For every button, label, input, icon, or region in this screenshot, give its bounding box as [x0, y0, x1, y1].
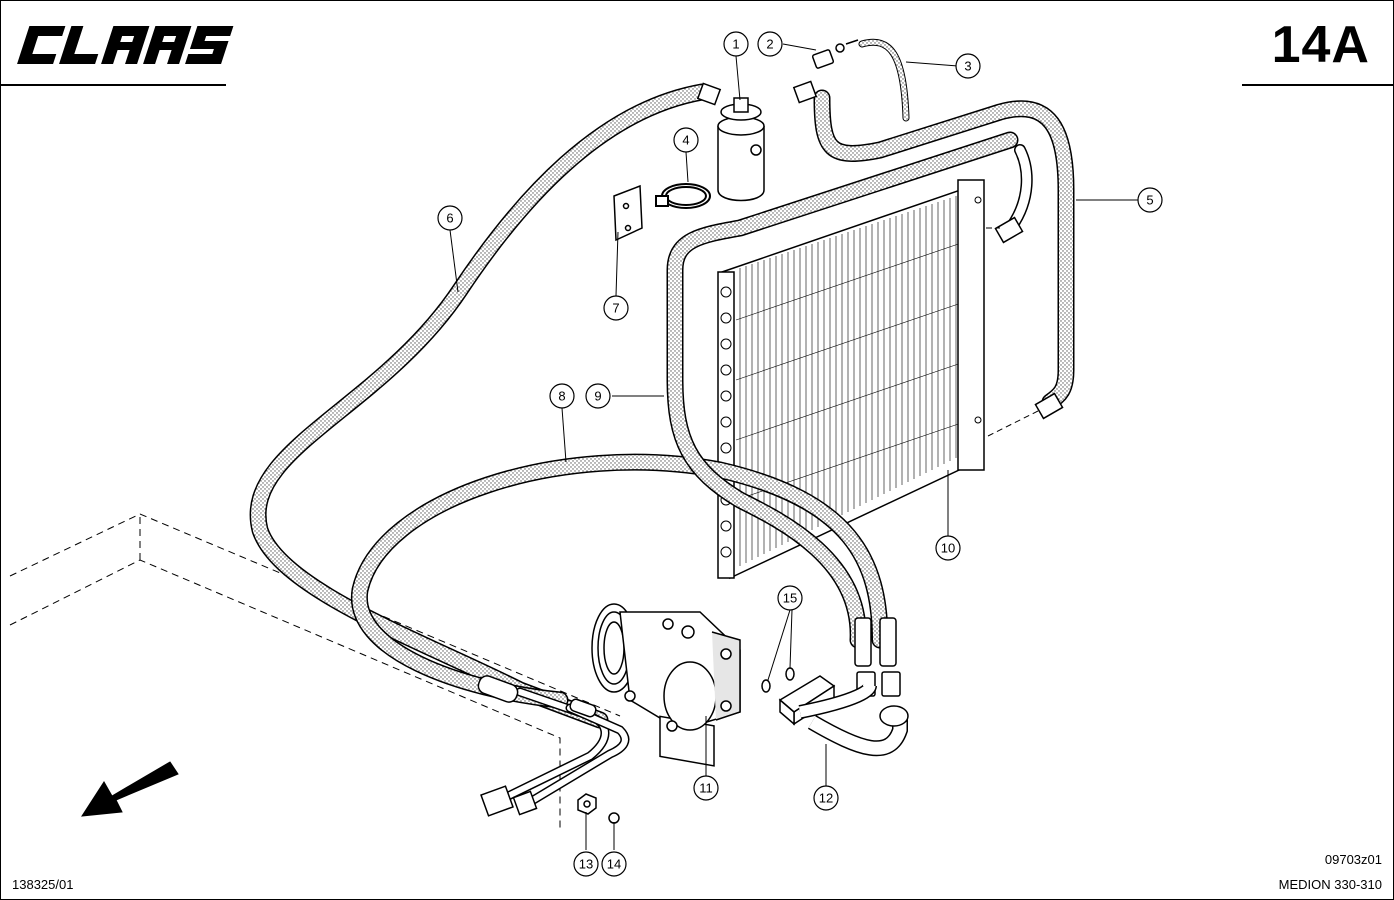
callout-7: 7	[603, 295, 629, 321]
callout-12: 12	[813, 785, 839, 811]
condenser	[717, 179, 985, 580]
callout-circle	[777, 585, 803, 611]
callout-number: 11	[699, 781, 713, 796]
o-rings	[761, 667, 795, 693]
callout-number: 2	[766, 37, 773, 52]
pressure-switch	[811, 39, 859, 69]
nuts	[577, 793, 620, 824]
callout-1: 1	[723, 31, 749, 57]
claas-logo	[17, 26, 234, 64]
hoses	[249, 38, 1075, 807]
callout-circle	[573, 851, 599, 877]
callout-number: 9	[594, 389, 601, 404]
callout-number: 7	[612, 301, 619, 316]
machine-outline	[9, 513, 621, 830]
manifold-block	[778, 675, 909, 757]
callout-circle	[757, 31, 783, 57]
callout-circle	[813, 785, 839, 811]
callout-circle	[723, 31, 749, 57]
callout-leaders	[449, 43, 1139, 850]
document-number: 138325/01	[12, 877, 74, 892]
callout-8: 8	[549, 383, 575, 409]
callout-number: 5	[1146, 193, 1153, 208]
callout-circle	[603, 295, 629, 321]
callout-number: 12	[819, 791, 833, 806]
drawing-code: 09703z01	[1324, 852, 1382, 867]
callout-circle	[1137, 187, 1163, 213]
callout-circle	[673, 127, 699, 153]
hose-clamp	[655, 183, 711, 209]
callout-circle	[955, 53, 981, 79]
callout-4: 4	[673, 127, 699, 153]
header-rule-left	[0, 84, 226, 86]
callout-13: 13	[573, 851, 599, 877]
callout-number: 3	[964, 59, 971, 74]
callout-number: 14	[607, 857, 621, 872]
condenser-fins	[735, 194, 971, 566]
sheet-number: 14A	[1271, 16, 1370, 74]
callout-circle	[935, 535, 961, 561]
callout-6: 6	[437, 205, 463, 231]
hose-fittings	[477, 80, 1064, 817]
compressor	[591, 603, 741, 767]
receiver-drier	[717, 97, 765, 202]
callout-15: 15	[777, 585, 803, 611]
callout-number: 13	[579, 857, 593, 872]
callout-14: 14	[601, 851, 627, 877]
callout-9: 9	[585, 383, 611, 409]
model-name: MEDION 330-310	[1278, 877, 1382, 892]
callout-11: 11	[693, 775, 719, 801]
travel-direction-arrow-icon	[81, 761, 179, 817]
callout-5: 5	[1137, 187, 1163, 213]
callout-circle	[601, 851, 627, 877]
callout-number: 8	[558, 389, 565, 404]
callout-number: 15	[783, 591, 797, 606]
callout-10: 10	[935, 535, 961, 561]
callout-number: 6	[446, 211, 453, 226]
callout-circle	[437, 205, 463, 231]
header-rule-right	[1242, 84, 1394, 86]
callout-circle	[693, 775, 719, 801]
callout-number: 4	[682, 133, 689, 148]
callout-circle	[585, 383, 611, 409]
callout-2: 2	[757, 31, 783, 57]
callout-circle	[549, 383, 575, 409]
bracket-plate	[613, 184, 643, 242]
callout-3: 3	[955, 53, 981, 79]
callout-number: 1	[732, 37, 739, 52]
callout-number: 10	[941, 541, 955, 556]
